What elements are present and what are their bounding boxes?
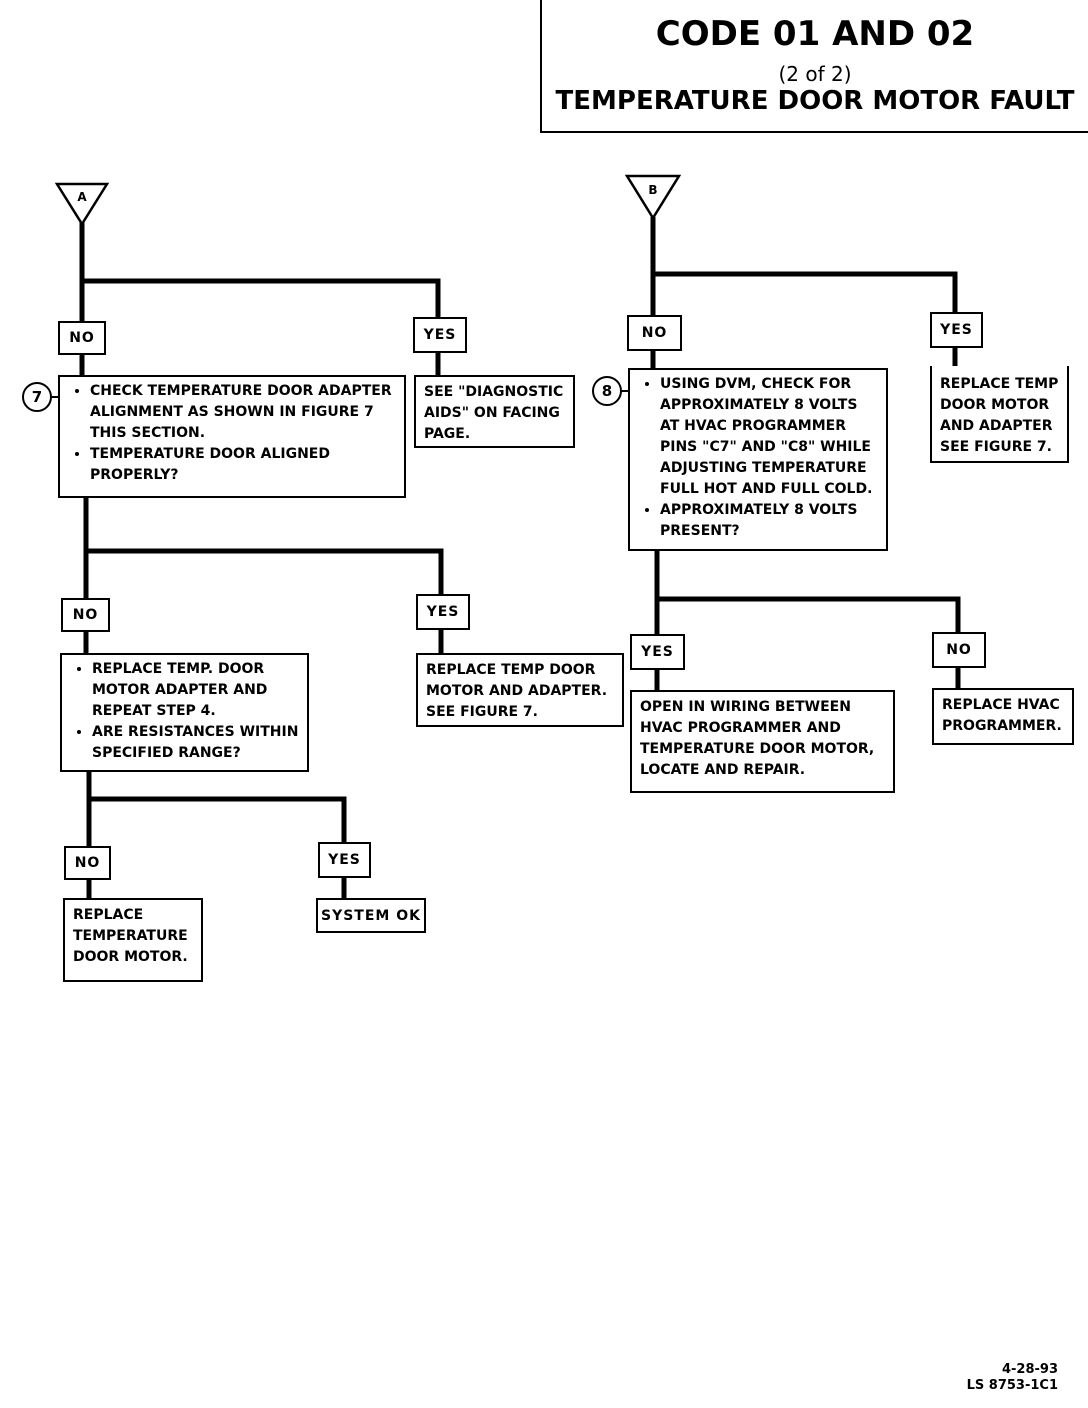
footer-code: LS 8753-1C1 (966, 1378, 1058, 1393)
connector-a-triangle (54, 182, 110, 227)
connector-b-triangle (624, 174, 682, 221)
step-8-circle: 8 (592, 376, 622, 406)
line-b-yes (653, 271, 958, 314)
label-no-b2: NO (932, 632, 986, 668)
page-subtitle: (2 of 2) (778, 62, 852, 86)
replace-adapter-item-2: ARE RESISTANCES WITHIN SPECIFIED RANGE? (92, 722, 301, 764)
line-dvm-no (657, 596, 961, 634)
label-no-a2: NO (61, 598, 110, 632)
line-repeat-yes3 (89, 796, 347, 844)
label-yes-a1: YES (413, 317, 467, 353)
open-wiring-text: OPEN IN WIRING BETWEEN HVAC PROGRAMMER A… (640, 699, 875, 778)
box-replace-temperature-motor: REPLACE TEMPERATURE DOOR MOTOR. (63, 898, 203, 982)
replace-programmer-text: REPLACE HVAC PROGRAMMER. (942, 697, 1062, 734)
box-replace-hvac-programmer: REPLACE HVAC PROGRAMMER. (932, 688, 1074, 745)
replace-motor-text: REPLACE TEMPERATURE DOOR MOTOR. (73, 907, 188, 965)
box-system-ok: SYSTEM OK (316, 898, 426, 933)
see-aids-text: SEE "DIAGNOSTIC AIDS" ON FACING PAGE. (424, 384, 564, 442)
dvm-check-item-2: APPROXIMATELY 8 VOLTS PRESENT? (660, 500, 880, 542)
label-yes-b1: YES (930, 312, 983, 348)
label-yes-a3: YES (318, 842, 371, 878)
footer-codes: 4-28-93 LS 8753-1C1 (967, 1362, 1058, 1394)
box-dvm-check: USING DVM, CHECK FOR APPROXIMATELY 8 VOL… (628, 368, 888, 551)
replace-motor-adapter-b-text: REPLACE TEMP DOOR MOTOR AND ADAPTER SEE … (940, 376, 1059, 455)
label-no-a3: NO (64, 846, 111, 880)
label-yes-a2: YES (416, 594, 470, 630)
box-replace-adapter-repeat: REPLACE TEMP. DOOR MOTOR ADAPTER AND REP… (60, 653, 309, 772)
line-check-yes2 (86, 548, 444, 596)
box-check-adapter: CHECK TEMPERATURE DOOR ADAPTER ALIGNMENT… (58, 375, 406, 498)
replace-motor-adapter-a-text: REPLACE TEMP DOOR MOTOR AND ADAPTER. SEE… (426, 662, 608, 720)
label-no-a1: NO (58, 321, 106, 355)
footer-date: 4-28-93 (1001, 1362, 1058, 1377)
connector-a-label: A (77, 190, 87, 204)
title-block: CODE 01 AND 02 (2 of 2) TEMPERATURE DOOR… (540, 0, 1088, 133)
box-replace-motor-adapter-a: REPLACE TEMP DOOR MOTOR AND ADAPTER. SEE… (416, 653, 624, 727)
replace-adapter-item-1: REPLACE TEMP. DOOR MOTOR ADAPTER AND REP… (92, 659, 301, 722)
step-7-circle: 7 (22, 382, 52, 412)
box-open-wiring: OPEN IN WIRING BETWEEN HVAC PROGRAMMER A… (630, 690, 895, 793)
page-title: CODE 01 AND 02 (655, 14, 975, 54)
line-a-yes1 (82, 278, 441, 319)
connector-b-label: B (648, 183, 658, 197)
check-adapter-item-2: TEMPERATURE DOOR ALIGNED PROPERLY? (90, 444, 398, 486)
fault-title: TEMPERATURE DOOR MOTOR FAULT (555, 86, 1075, 116)
dvm-check-item-1: USING DVM, CHECK FOR APPROXIMATELY 8 VOL… (660, 374, 880, 500)
label-yes-b2: YES (630, 634, 685, 670)
box-replace-motor-adapter-b: REPLACE TEMP DOOR MOTOR AND ADAPTER SEE … (930, 366, 1069, 463)
check-adapter-item-1: CHECK TEMPERATURE DOOR ADAPTER ALIGNMENT… (90, 381, 398, 444)
label-no-b1: NO (627, 315, 682, 351)
box-see-diagnostic-aids: SEE "DIAGNOSTIC AIDS" ON FACING PAGE. (414, 375, 575, 448)
